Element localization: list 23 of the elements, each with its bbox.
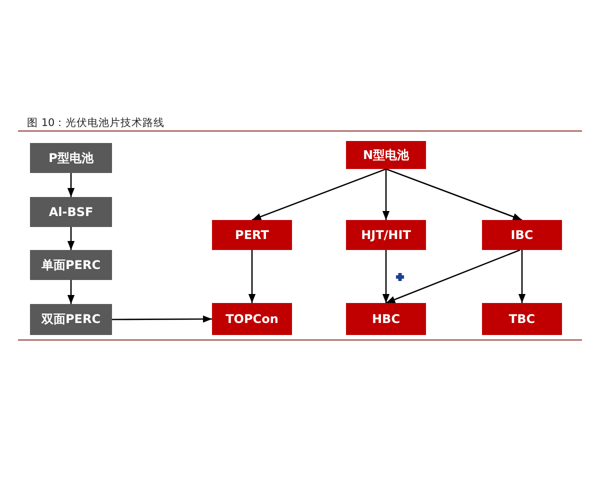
process-box: 双面PERC xyxy=(30,304,112,335)
arrow xyxy=(67,227,75,250)
process-box: N型电池 xyxy=(346,141,426,169)
arrow xyxy=(518,250,526,303)
process-box: Al-BSF xyxy=(30,197,112,227)
process-box: P型电池 xyxy=(30,143,112,173)
process-box: PERT xyxy=(212,220,292,250)
arrow xyxy=(67,173,75,197)
arrow xyxy=(67,280,75,304)
figure-title: 图 10：光伏电池片技术路线 xyxy=(27,116,165,130)
arrow xyxy=(252,168,386,221)
process-box: IBC xyxy=(482,220,562,250)
arrow xyxy=(112,315,212,323)
process-box: HBC xyxy=(346,303,426,335)
arrow xyxy=(248,250,256,303)
process-box: TBC xyxy=(482,303,562,335)
arrow xyxy=(382,250,390,303)
process-box: TOPCon xyxy=(212,303,292,335)
process-box: 单面PERC xyxy=(30,250,112,280)
process-box: HJT/HIT xyxy=(346,220,426,250)
arrow xyxy=(386,168,522,221)
arrow xyxy=(386,249,520,304)
arrow xyxy=(382,169,390,220)
